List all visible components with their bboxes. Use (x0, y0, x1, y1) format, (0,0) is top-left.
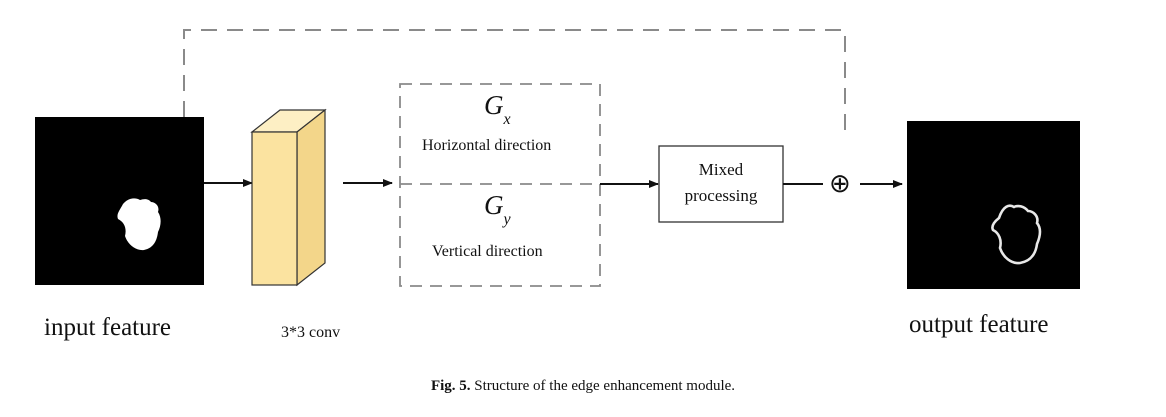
mixed-label-line1: Mixed (698, 160, 744, 179)
gx-letter: G (484, 90, 504, 120)
output-feature-label: output feature (909, 311, 1049, 338)
add-operator-symbol: ⊕ (829, 169, 851, 199)
mixed-label-line2: processing (684, 186, 758, 205)
conv-block (250, 108, 327, 287)
conv-label: 3*3 conv (281, 324, 341, 341)
gy-direction-label: Vertical direction (432, 243, 543, 260)
gy-subscript: y (503, 211, 511, 229)
gx-direction-label: Horizontal direction (422, 137, 552, 154)
figure-caption: Fig. 5. Structure of the edge enhancemen… (0, 378, 1166, 395)
gy-symbol: Gy (484, 190, 511, 229)
gx-symbol: Gx (484, 90, 511, 129)
output-feature-map (907, 121, 1080, 289)
input-blob-shape (117, 198, 161, 251)
figure-caption-prefix: Fig. 5. (430, 378, 471, 394)
gy-letter: G (484, 190, 504, 220)
output-edge-contour (991, 204, 1042, 265)
gx-subscript: x (503, 111, 511, 129)
mixed-processing-box (658, 145, 784, 223)
input-feature-label: input feature (44, 314, 172, 341)
figure-caption-text: Structure of the edge enhancement module… (474, 378, 736, 394)
input-feature-map (35, 117, 204, 285)
skip-connection-line (183, 29, 846, 140)
